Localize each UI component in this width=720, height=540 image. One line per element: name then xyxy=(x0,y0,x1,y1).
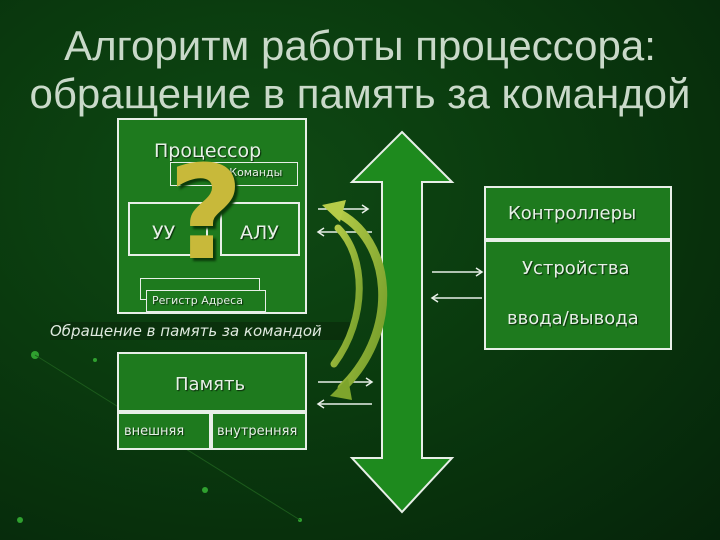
alu-box xyxy=(220,202,300,256)
address-register-label: Регистр Адреса xyxy=(152,294,243,307)
curved-transfer-arrowhead-top xyxy=(322,200,346,222)
page-title: Алгоритм работы процессора: обращение в … xyxy=(0,22,720,118)
command-register-label: Регистр Команды xyxy=(180,166,283,179)
curved-transfer-arrow-inner xyxy=(330,224,363,368)
controllers-label: Контроллеры xyxy=(508,203,637,224)
io-devices-label-line1: Устройства xyxy=(522,258,630,279)
curved-transfer-arrowhead-bottom xyxy=(330,378,352,400)
control-unit-box xyxy=(128,202,208,256)
io-devices-label-line2: ввода/вывода xyxy=(507,308,639,329)
processor-label: Процессор xyxy=(154,140,262,162)
control-unit-label: УУ xyxy=(152,222,176,244)
memory-external-box xyxy=(117,412,211,450)
memory-bus-arrows xyxy=(316,377,374,409)
memory-box xyxy=(117,352,307,412)
memory-internal-label: внутренняя xyxy=(217,424,298,439)
memory-internal-box xyxy=(211,412,307,450)
controllers-box xyxy=(484,186,672,240)
curved-transfer-arrow-outer xyxy=(331,207,388,393)
command-register-box xyxy=(170,162,298,186)
title-line-1: Алгоритм работы процессора: xyxy=(64,22,656,69)
caption-text: Обращение в память за командой xyxy=(50,322,350,340)
memory-label: Память xyxy=(175,374,246,395)
title-line-2: обращение в память за командой xyxy=(29,70,691,117)
alu-label: АЛУ xyxy=(240,222,279,244)
question-mark-icon: ? xyxy=(168,137,244,289)
io-bus-arrows xyxy=(430,267,484,303)
memory-external-label: внешняя xyxy=(124,424,185,439)
address-register-box xyxy=(146,290,266,312)
io-devices-box xyxy=(484,240,672,350)
bidirectional-bus-arrow xyxy=(349,130,455,514)
